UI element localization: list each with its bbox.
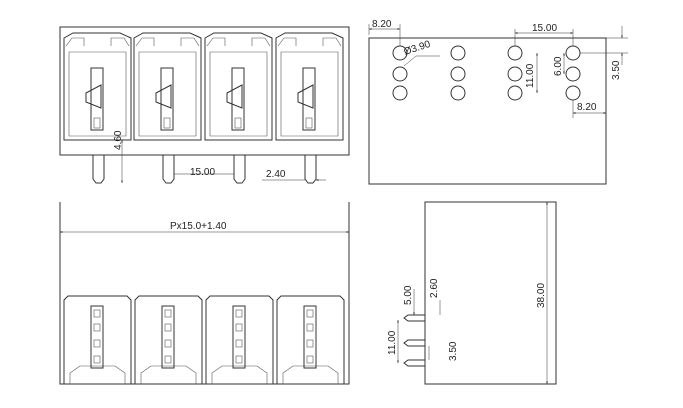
dim-row-spacing-large-label: 11.00: [525, 63, 536, 88]
terminal-slot: [204, 32, 273, 141]
dim-side-a: 5.00: [403, 285, 415, 316]
terminal-slot: [133, 32, 202, 141]
dim-row-spacing-small: 6.00: [553, 52, 565, 76]
dim-hole-diameter: Ø3.90: [403, 39, 440, 67]
dim-side-a-label: 5.00: [403, 285, 414, 305]
dim-pin-width: 2.40: [262, 169, 326, 181]
dim-side-b: 2.60: [429, 278, 441, 315]
side-view-body: [424, 201, 557, 385]
front-view-pins: [92, 155, 317, 184]
front-view: 4.60 15.00 2.40: [59, 26, 350, 184]
dim-pin-length-label: 4.60: [113, 130, 124, 150]
dim-pin-width-label: 2.40: [266, 169, 286, 180]
front-view-body: [59, 26, 350, 156]
dim-edge-to-hole-label: 8.20: [372, 19, 392, 30]
front-view-slots: [63, 32, 344, 141]
pcb-holes: [392, 45, 581, 101]
dim-side-c-label: 11.00: [387, 330, 398, 355]
dim-edge-offset-label: 3.50: [611, 60, 622, 80]
terminal-slot: [63, 32, 132, 141]
dim-total-length: Px15.0+1.40: [59, 221, 350, 233]
dim-hole-to-edge: 8.20: [572, 100, 607, 118]
dim-front-pitch-label: 15.00: [190, 167, 215, 178]
dim-side-d: 3.50: [428, 341, 459, 361]
dim-pcb-pitch-label: 15.00: [532, 23, 557, 34]
terminal-slot: [275, 32, 344, 141]
dim-row-spacing-large: 11.00: [525, 52, 538, 94]
side-view: 38.00 5.00 2.60 11.00 3.50: [387, 201, 557, 385]
terminal-block: [134, 295, 203, 384]
terminal-block: [205, 295, 274, 384]
dim-edge-offset: 3.50: [580, 26, 628, 80]
top-view: Px15.0+1.40: [59, 202, 350, 385]
terminal-block: [63, 295, 132, 384]
dim-edge-to-hole: 8.20: [368, 19, 401, 46]
pcb-outline: [368, 37, 607, 185]
dim-pin-length: 4.60: [113, 130, 124, 184]
terminal-block: [276, 295, 345, 384]
side-view-pins: [403, 314, 425, 367]
top-view-terminals: [63, 295, 345, 384]
pcb-layout-view: 8.20 Ø3.90 15.00 6.00 11.00: [368, 19, 628, 185]
dim-height: 38.00: [536, 201, 548, 385]
dim-hole-diameter-label: Ø3.90: [403, 39, 433, 58]
dim-front-pitch: 15.00: [174, 167, 234, 178]
dim-side-d-label: 3.50: [448, 341, 459, 361]
dim-height-label: 38.00: [536, 283, 547, 308]
dim-hole-to-edge-label: 8.20: [577, 102, 597, 113]
dim-side-c: 11.00: [387, 319, 399, 364]
dim-row-spacing-small-label: 6.00: [553, 56, 564, 76]
dim-total-length-label: Px15.0+1.40: [170, 221, 227, 232]
top-view-body: [59, 202, 350, 385]
dim-side-b-label: 2.60: [429, 278, 440, 298]
dim-pcb-pitch: 15.00: [514, 23, 574, 46]
